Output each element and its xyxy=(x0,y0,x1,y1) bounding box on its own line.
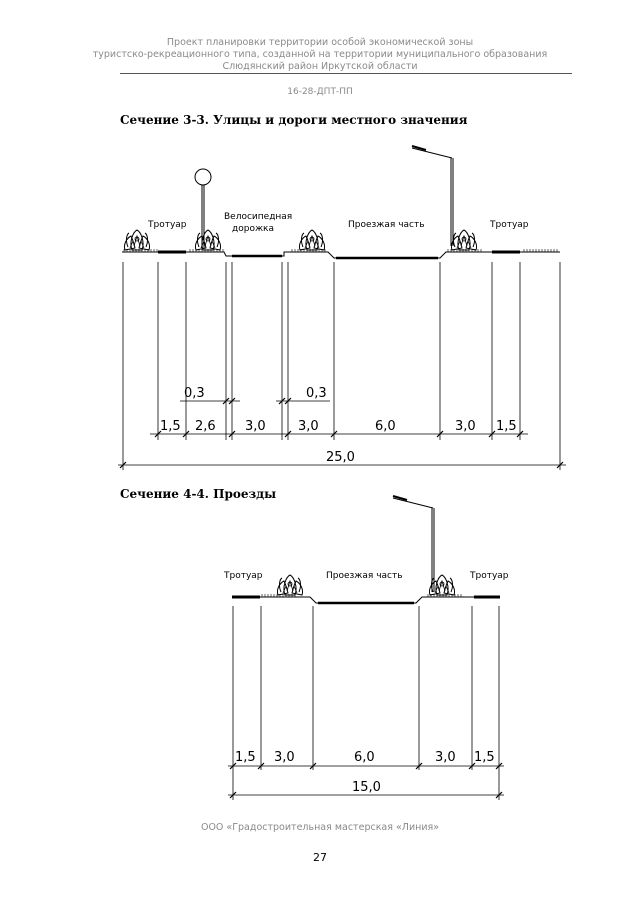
bush-icon xyxy=(123,229,151,251)
dim-3-0-right: 3,0 xyxy=(455,419,476,434)
dim4-1-5-right: 1,5 xyxy=(474,750,495,765)
dim-6-0: 6,0 xyxy=(375,419,396,434)
bush-icon xyxy=(298,229,326,251)
section-4-4-title: Сечение 4-4. Проезды xyxy=(120,487,277,501)
section-3-3-title: Сечение 3-3. Улицы и дороги местного зна… xyxy=(120,113,468,127)
header-divider xyxy=(120,73,572,74)
dim-3-0-median: 3,0 xyxy=(298,419,319,434)
document-number: 16-28-ДПТ-ПП xyxy=(287,87,353,97)
footer-company: ООО «Градостроительная мастерская «Линия… xyxy=(200,822,440,833)
label-bike-path-1: Велосипедная xyxy=(224,212,292,222)
dim-2-6: 2,6 xyxy=(195,419,216,434)
section-3-3-drawing: Тротуар Велосипедная дорожка Проезжая ча… xyxy=(118,145,566,470)
dim-1-5-left: 1,5 xyxy=(160,419,181,434)
dim-1-5-right: 1,5 xyxy=(496,419,517,434)
header-line-3: Слюдянский район Иркутской области xyxy=(222,61,418,72)
bush-icon xyxy=(450,229,478,251)
label-sidewalk-right-4: Тротуар xyxy=(469,571,509,581)
dim4-3-0-left: 3,0 xyxy=(274,750,295,765)
dim4-total-15: 15,0 xyxy=(352,780,381,795)
dim-0-3-b: 0,3 xyxy=(306,386,327,401)
street-lamp-icon xyxy=(194,168,212,248)
dim4-6-0: 6,0 xyxy=(354,750,375,765)
label-carriageway: Проезжая часть xyxy=(348,220,425,230)
road-lamp-icon xyxy=(392,495,435,592)
dim-3-0-bike: 3,0 xyxy=(245,419,266,434)
road-lamp-icon xyxy=(411,145,454,246)
label-sidewalk-left-4: Тротуар xyxy=(223,571,263,581)
bush-icon xyxy=(428,574,456,596)
page-number: 27 xyxy=(313,851,327,864)
label-sidewalk-right: Тротуар xyxy=(489,220,529,230)
header-line-2: туристско-рекреационного типа, созданной… xyxy=(92,49,548,60)
label-carriageway-4: Проезжая часть xyxy=(326,571,403,581)
label-sidewalk-left: Тротуар xyxy=(147,220,187,230)
header-line-1: Проект планировки территории особой экон… xyxy=(166,37,474,48)
bush-icon xyxy=(194,229,222,251)
section-4-4-drawing: Тротуар Проезжая часть Тротуар 1,5 3,0 6… xyxy=(223,495,509,800)
dim-0-3-a: 0,3 xyxy=(184,386,205,401)
dim4-1-5-left: 1,5 xyxy=(235,750,256,765)
dim-total-25: 25,0 xyxy=(326,450,355,465)
label-bike-path-2: дорожка xyxy=(232,224,274,234)
bush-icon xyxy=(276,574,304,596)
dim4-3-0-right: 3,0 xyxy=(435,750,456,765)
